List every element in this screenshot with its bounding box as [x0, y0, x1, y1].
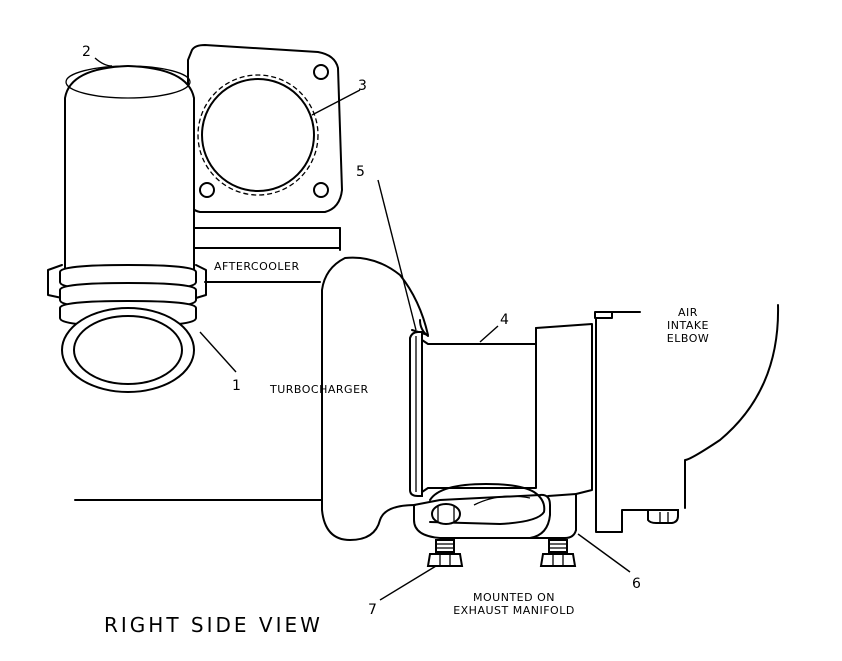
callout-2: 2 [82, 44, 91, 60]
air-intake-label-2: INTAKE [667, 319, 709, 332]
stud-nut-left [426, 539, 464, 567]
air-intake-elbow [594, 304, 780, 533]
leader-lines [94, 57, 631, 601]
callout-6: 6 [632, 576, 641, 592]
aftercooler-label: AFTERCOOLER [214, 260, 300, 273]
callout-5: 5 [356, 164, 365, 180]
leader-5 [377, 179, 417, 331]
tube-assembly [409, 323, 593, 531]
air-intake-label-1: AIR [678, 306, 698, 319]
aftercooler-flange [187, 44, 343, 213]
callout-3: 3 [358, 78, 367, 94]
mounting-bracket [413, 493, 577, 539]
leader-3 [311, 89, 361, 116]
leader-4 [479, 325, 499, 343]
air-intake-label-3: ELBOW [667, 332, 709, 345]
callout-7: 7 [368, 602, 377, 618]
leader-1 [199, 331, 237, 373]
cylinder-hose [47, 64, 207, 393]
view-title: RIGHT SIDE VIEW [104, 613, 323, 637]
callout-1: 1 [232, 378, 241, 394]
mounted-label-1: MOUNTED ON [473, 591, 555, 604]
leader-7 [379, 565, 437, 601]
callout-4: 4 [500, 312, 509, 328]
leader-6 [577, 533, 631, 573]
leader-2 [94, 57, 113, 67]
stud-nut-right [539, 539, 577, 567]
mounted-label-2: EXHAUST MANIFOLD [453, 604, 575, 617]
aftercooler-body [189, 227, 341, 283]
turbocharger-label: TURBOCHARGER [269, 383, 369, 396]
